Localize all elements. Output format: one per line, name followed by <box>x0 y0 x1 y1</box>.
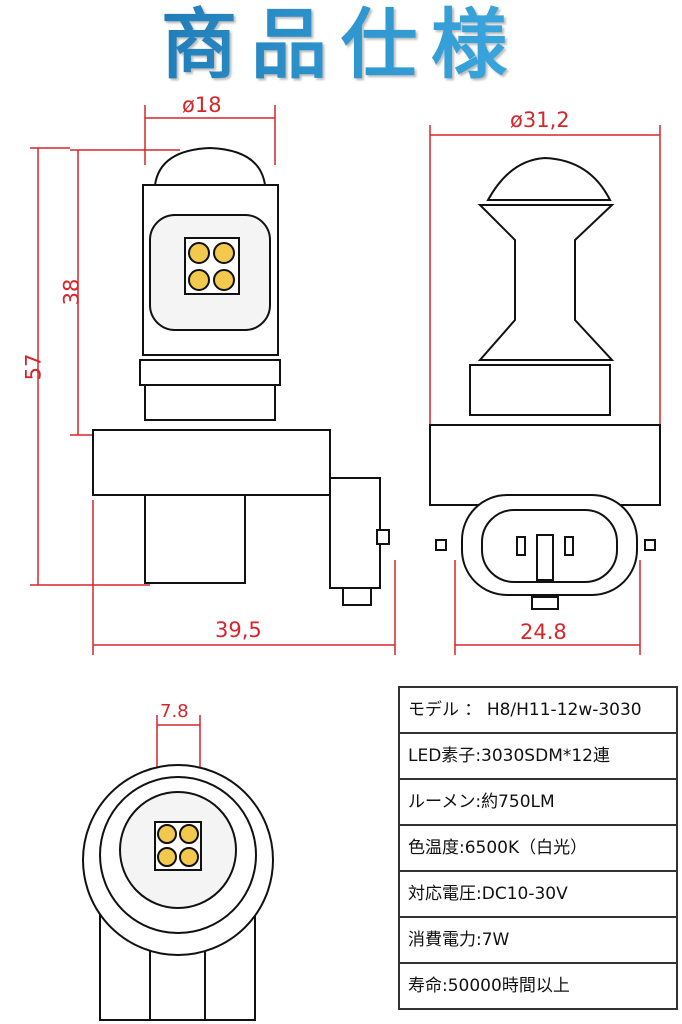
spec-row: モデル ： H8/H11-12w-3030 <box>398 686 678 734</box>
spec-sep: : <box>442 976 448 996</box>
dim-side-width: 39,5 <box>215 618 262 642</box>
spec-row: 対応電圧:DC10-30V <box>398 870 678 918</box>
front-view-bulb <box>82 764 274 1021</box>
spec-label: モデル <box>408 700 459 720</box>
spec-sep: : <box>476 930 482 950</box>
spec-row: ルーメン:約750LM <box>398 778 678 826</box>
spec-label: 色温度 <box>408 838 459 858</box>
spec-value: DC10-30V <box>481 884 568 904</box>
spec-label: 消費電力 <box>408 930 476 950</box>
dim-back-diameter: ø31,2 <box>510 108 570 132</box>
spec-value: 7W <box>481 930 510 950</box>
spec-label: 寿命 <box>408 976 442 996</box>
spec-sep: ： <box>459 700 487 720</box>
spec-row: 色温度:6500K（白光） <box>398 824 678 872</box>
spec-sep: : <box>459 838 465 858</box>
spec-sep: : <box>475 792 482 812</box>
side-view-bulb <box>92 146 390 606</box>
dim-back-width: 24.8 <box>520 620 567 644</box>
dim-side-diameter: ø18 <box>182 93 222 117</box>
dim-side-height-upper: 38 <box>59 278 84 306</box>
back-view-bulb <box>429 156 661 610</box>
spec-sep: : <box>475 746 482 766</box>
spec-value: H8/H11-12w-3030 <box>486 700 642 720</box>
spec-row: LED素子:3030SDM*12連 <box>398 732 678 780</box>
spec-label: LED素子 <box>408 746 476 766</box>
spec-row: 寿命:50000時間以上 <box>398 962 678 1010</box>
dim-side-height-total: 57 <box>21 353 46 381</box>
spec-sep: : <box>476 884 482 904</box>
spec-row: 消費電力:7W <box>398 916 678 964</box>
spec-label: 対応電圧 <box>408 884 476 904</box>
spec-value: 6500K（白光） <box>464 838 588 858</box>
dim-led-width: 7.8 <box>160 701 189 722</box>
page-title: 商品仕様 <box>0 4 682 86</box>
spec-value: 3030SDM*12連 <box>481 746 610 766</box>
spec-value: 約750LM <box>481 792 555 812</box>
spec-value: 50000時間以上 <box>447 976 570 996</box>
spec-table: モデル ： H8/H11-12w-3030 LED素子:3030SDM*12連 … <box>398 686 678 1010</box>
spec-label: ルーメン <box>408 792 476 812</box>
